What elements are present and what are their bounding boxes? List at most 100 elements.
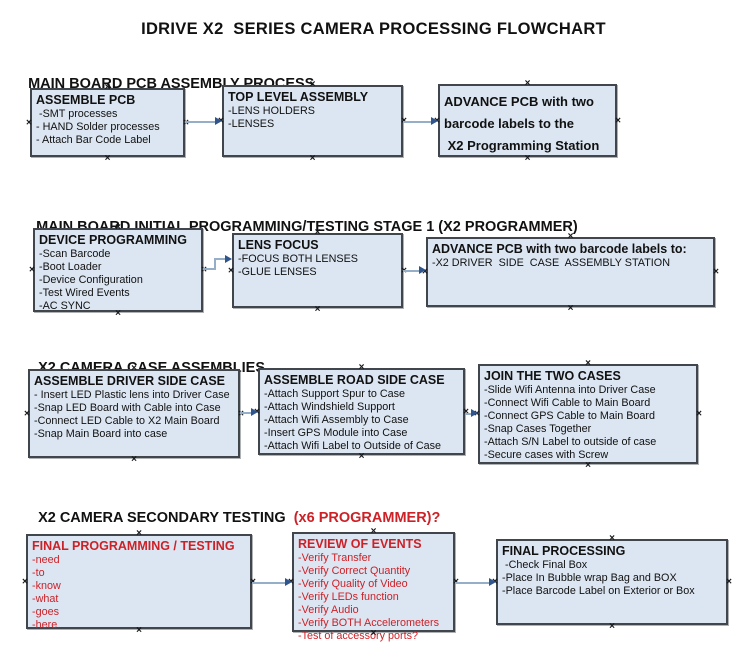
box-items: - Insert LED Plastic lens into Driver Ca… [34,389,234,441]
box-item: -here [32,619,58,631]
connector-line [465,412,472,415]
section-header-secondary-testing: X2 CAMERA SECONDARY TESTING (x6 PROGRAMM… [30,494,440,526]
flow-box-final-programming-testing: FINAL PROGRAMMING / TESTING -need-to-kno… [22,529,256,636]
flow-box-final-processing: FINAL PROCESSING -Check Final Box-Place … [492,534,732,632]
box-title: TOP LEVEL ASSEMBLY [228,90,369,104]
connector-line [455,581,490,584]
flow-box-assemble-pcb: ASSEMBLE PCB -SMT processes- HAND Solder… [26,83,189,164]
arrowhead-icon [251,408,258,416]
box-item: -Scan Barcode [39,248,111,260]
box-item: -to [32,567,45,579]
box-item: -X2 DRIVER SIDE CASE ASSEMBLY STATION [432,257,670,269]
box-items: -Attach Support Spur to Case-Attach Wind… [264,388,459,453]
flow-connector-arrow [240,408,258,417]
box-item: -Place In Bubble wrap Bag and BOX [502,572,677,584]
arrowhead-icon [471,409,478,417]
connector-line [403,120,432,123]
box-item: -Verify BOTH Accelerometers [298,617,439,629]
box-item: -Connect GPS Cable to Main Board [484,410,656,422]
box-title: ASSEMBLE DRIVER SIDE CASE [34,374,226,388]
box-title: ADVANCE PCB with two [444,94,594,109]
box-item: barcode labels to the [444,116,575,131]
connector-line [252,581,286,584]
connection-anchor-icon: × [136,528,142,539]
connection-anchor-icon: × [24,408,30,419]
box-item: -Attach Windshield Support [264,401,395,413]
box-item: -Test of accessory ports? [298,630,419,642]
box-item: -Attach Support Spur to Case [264,388,406,400]
box-items: -need-to-know-what-goes-here [32,554,246,632]
connection-anchor-icon: × [609,533,615,544]
arrowhead-icon [431,117,438,125]
box-item: -Attach Wifi Label to Outside of Case [264,440,442,452]
box-item: -LENS HOLDERS [228,105,315,117]
box-item: -Verify Correct Quantity [298,565,411,577]
connection-anchor-icon: × [370,526,377,537]
box-item: -Verify LEDs function [298,591,399,603]
box-item: -Slide Wifi Antenna into Driver Case [484,384,656,396]
box-items: -Verify Transfer-Verify Correct Quantity… [298,552,449,643]
box-items: -LENS HOLDERS-LENSES [228,105,397,131]
connection-anchor-icon: × [524,78,531,89]
box-item: - Insert LED Plastic lens into Driver Ca… [34,389,230,401]
connection-anchor-icon: × [29,264,35,276]
box-item: -Test Wired Events [39,287,130,299]
connector-line [240,411,252,414]
connection-anchor-icon: × [696,408,702,420]
flow-connector-arrow [185,117,222,126]
box-items: -Scan Barcode-Boot Loader-Device Configu… [39,248,197,313]
box-item: -Attach S/N Label to outside of case [484,436,657,448]
box-title: ADVANCE PCB with two barcode labels to: [432,242,687,256]
connector-line [214,258,226,260]
connection-anchor-icon: × [358,362,365,373]
arrowhead-icon [215,117,222,125]
box-item: - Attach Bar Code Label [36,134,151,146]
box-item: -GLUE LENSES [238,266,317,278]
box-items: -Slide Wifi Antenna into Driver Case-Con… [484,384,692,462]
box-item: -goes [32,606,60,618]
connection-anchor-icon: × [228,265,234,276]
box-item: -Connect Wifi Cable to Main Board [484,397,651,409]
connection-anchor-icon: × [567,303,574,314]
flow-box-advance-pcb-driver-side: ADVANCE PCB with two barcode labels to: … [422,232,719,314]
flow-box-assemble-driver-side-case: ASSEMBLE DRIVER SIDE CASE - Insert LED P… [24,364,244,465]
flow-box-device-programming: DEVICE PROGRAMMING -Scan Barcode-Boot Lo… [29,223,207,319]
connection-anchor-icon: × [309,153,316,164]
box-items: -Check Final Box-Place In Bubble wrap Ba… [502,559,722,598]
box-item: -Attach Wifi Assembly to Case [264,414,409,426]
flow-box-advance-pcb-programming-station: ADVANCE PCB with two barcode labels to t… [434,79,621,164]
box-item: X2 Programming Station [444,138,600,153]
box-items: -FOCUS BOTH LENSES-GLUE LENSES [238,253,397,279]
flow-connector-arrow [455,578,496,587]
flow-box-top-level-assembly: TOP LEVEL ASSEMBLY -LENS HOLDERS-LENSES … [218,80,407,164]
box-item: -Device Configuration [39,274,143,286]
box-title: LENS FOCUS [238,238,319,252]
box-items: -SMT processes- HAND Solder processes- A… [36,108,179,147]
box-title: FINAL PROGRAMMING / TESTING [32,539,235,553]
box-item: -LENSES [228,118,275,130]
connection-anchor-icon: × [131,454,137,465]
flow-box-join-the-two-cases: JOIN THE TWO CASES -Slide Wifi Antenna i… [474,359,702,471]
box-item: -Boot Loader [39,261,102,273]
box-title: REVIEW OF EVENTS [298,537,422,551]
arrowhead-icon [285,578,292,586]
box-title: JOIN THE TWO CASES [484,369,621,383]
box-item: -what [32,593,59,605]
arrowhead-icon [419,266,426,274]
flow-connector-arrow [403,117,438,126]
box-item: -Secure cases with Screw [484,449,609,461]
connection-anchor-icon: × [609,621,615,632]
connection-anchor-icon: × [104,153,111,164]
connection-anchor-icon: × [585,358,591,369]
flow-box-review-of-events: REVIEW OF EVENTS -Verify Transfer-Verify… [288,527,459,643]
connection-anchor-icon: × [314,304,321,315]
box-item: -Verify Transfer [298,552,372,564]
box-item: -Verify Quality of Video [298,578,408,590]
box-item: -Insert GPS Module into Case [264,427,408,439]
box-item: -Place Barcode Label on Exterior or Box [502,585,695,597]
box-item: -AC SYNC [39,300,91,312]
flow-connector-arrow [465,409,478,418]
connection-anchor-icon: × [615,115,621,126]
connection-anchor-icon: × [726,576,732,588]
connector-line [403,269,420,272]
